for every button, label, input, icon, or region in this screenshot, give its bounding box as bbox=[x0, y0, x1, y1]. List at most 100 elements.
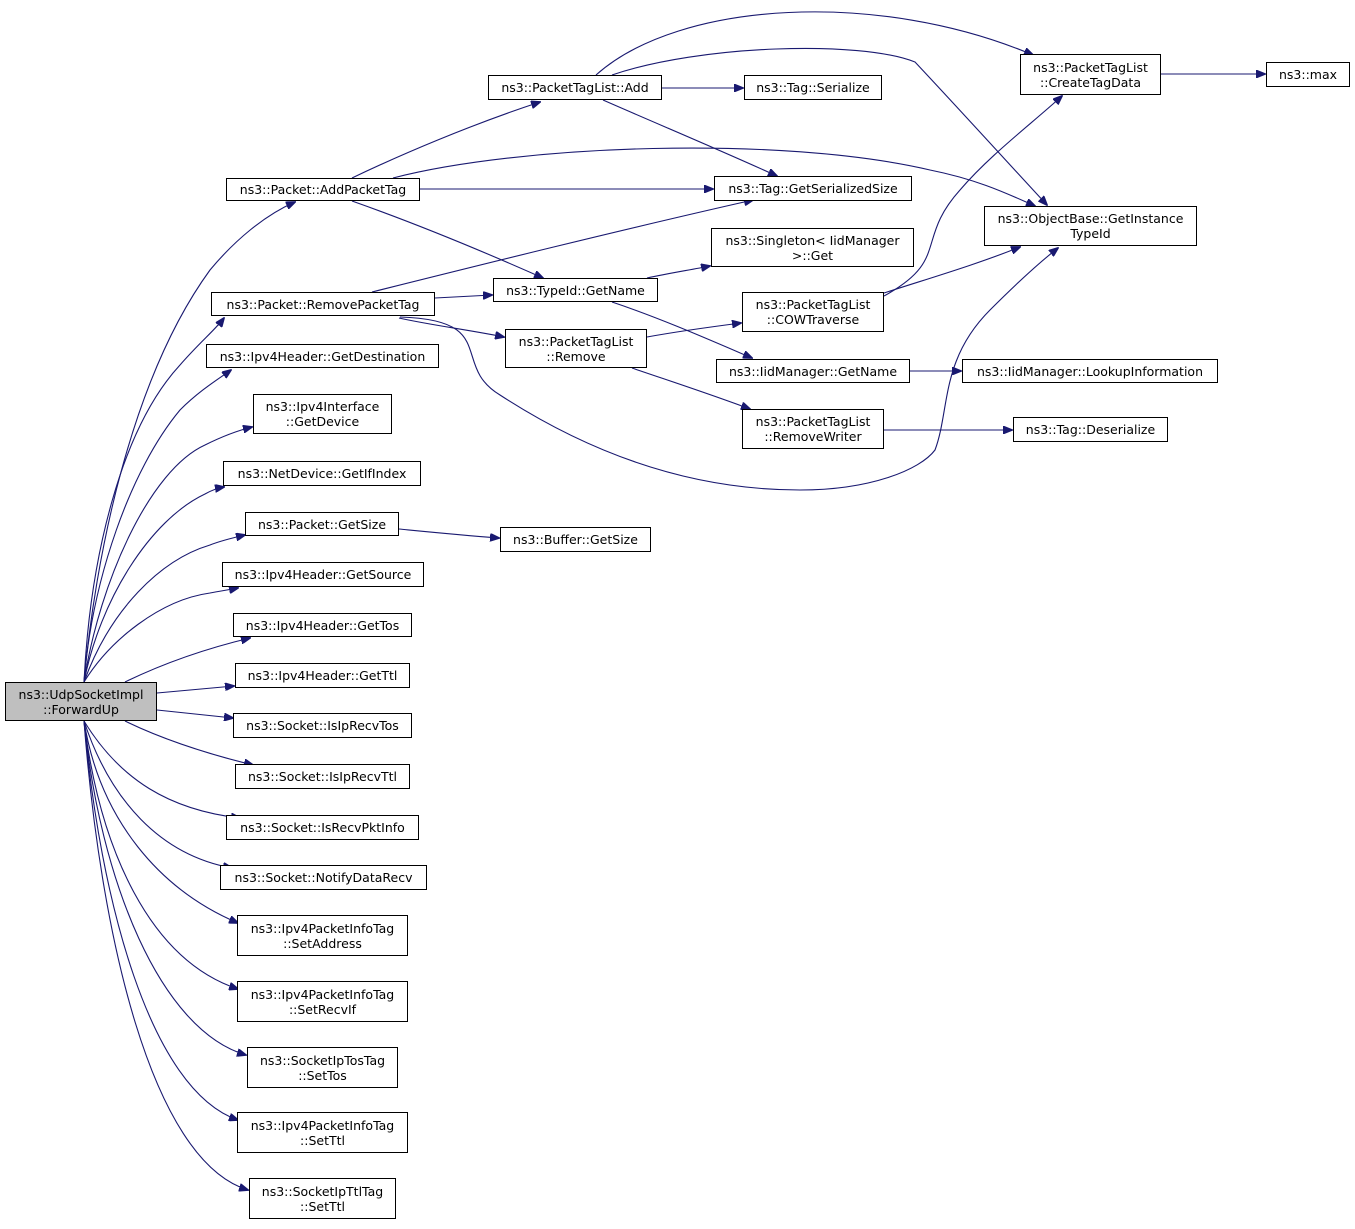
node-label-line: ns3::Socket::IsIpRecvTtl bbox=[248, 769, 397, 784]
node-label-line: ::RemoveWriter bbox=[764, 429, 862, 444]
node-get-ttl[interactable]: ns3::Ipv4Header::GetTtl bbox=[235, 663, 410, 688]
node-label-line: ns3::IidManager::LookupInformation bbox=[976, 363, 1203, 379]
node-ptl-add[interactable]: ns3::PacketTagList::Add bbox=[488, 75, 662, 100]
node-iid-get-name[interactable]: ns3::IidManager::GetName bbox=[716, 359, 910, 383]
node-label-line: ::SetAddress bbox=[283, 935, 362, 951]
edge-root-to-getTtl bbox=[156, 686, 234, 694]
node-label-line: ::Remove bbox=[546, 348, 606, 364]
node-label-line: ns3::Ipv4PacketInfoTag bbox=[250, 986, 395, 1002]
edge-root-to-packetGetSize bbox=[83, 535, 245, 683]
node-label-line: ::SetTtl bbox=[300, 1198, 345, 1214]
edge-removePacketTag-to-tagGetSerializedSize bbox=[371, 200, 753, 293]
node-label-line: ns3::Ipv4Interface bbox=[265, 399, 380, 414]
node-create-tag-data[interactable]: ns3::PacketTagList::CreateTagData bbox=[1020, 54, 1161, 95]
edge-root-to-getDevice bbox=[83, 427, 252, 683]
edge-ptlAdd-to-tagGetSerializedSize bbox=[602, 99, 777, 176]
edge-cowTraverse-to-createTagData bbox=[883, 96, 1062, 297]
node-type-id-get-name[interactable]: ns3::TypeId::GetName bbox=[493, 278, 658, 302]
node-label-line: ns3::Ipv4Header::GetTos bbox=[245, 617, 400, 633]
node-get-tos[interactable]: ns3::Ipv4Header::GetTos bbox=[233, 613, 412, 637]
edge-addPacketTag-to-typeIdGetName bbox=[351, 200, 543, 278]
node-add-packet-tag[interactable]: ns3::Packet::AddPacketTag bbox=[226, 178, 420, 201]
node-label-line: ::GetDevice bbox=[285, 414, 360, 429]
node-get-source[interactable]: ns3::Ipv4Header::GetSource bbox=[222, 562, 424, 587]
edge-typeIdGetName-to-iidGetName bbox=[611, 301, 752, 358]
edge-root-to-setTtlTag bbox=[83, 720, 248, 1190]
edge-root-to-setTtlInfo bbox=[83, 720, 238, 1120]
edge-removePacketTag-to-ptlRemove bbox=[398, 317, 504, 337]
node-label-line: TypeId bbox=[1070, 226, 1111, 241]
edge-cowTraverse-to-getInstanceTypeId bbox=[883, 247, 1020, 294]
edge-root-to-notifyDataRecv bbox=[83, 720, 232, 868]
edge-removePacketTag-to-getInstanceTypeId bbox=[399, 248, 1058, 491]
edge-root-to-isRecvPktInfo bbox=[83, 720, 240, 818]
node-set-tos[interactable]: ns3::SocketIpTosTag::SetTos bbox=[247, 1047, 398, 1088]
node-label-line: >::Get bbox=[791, 247, 834, 263]
node-label-line: ns3::max bbox=[1278, 67, 1338, 82]
node-is-recv-pkt-info[interactable]: ns3::Socket::IsRecvPktInfo bbox=[226, 815, 419, 840]
node-set-ttl-info[interactable]: ns3::Ipv4PacketInfoTag::SetTtl bbox=[237, 1112, 408, 1153]
node-is-ip-recv-ttl[interactable]: ns3::Socket::IsIpRecvTtl bbox=[235, 764, 410, 789]
node-label-line: ns3::Buffer::GetSize bbox=[513, 532, 638, 547]
node-buffer-get-size[interactable]: ns3::Buffer::GetSize bbox=[500, 527, 651, 552]
edge-root-to-setAddress bbox=[83, 720, 238, 923]
node-label-line: ns3::TypeId::GetName bbox=[506, 282, 645, 298]
node-label-line: ns3::Socket::IsRecvPktInfo bbox=[240, 820, 405, 835]
node-label-line: ns3::ObjectBase::GetInstance bbox=[997, 211, 1184, 226]
node-label-line: ns3::Tag::Serialize bbox=[756, 80, 870, 95]
node-label-line: ns3::Ipv4Header::GetSource bbox=[234, 567, 412, 582]
node-label-line: ::COWTraverse bbox=[766, 312, 860, 327]
edge-ptlAdd-to-createTagData bbox=[595, 11, 1033, 76]
edge-root-to-isIpRecvTos bbox=[156, 709, 233, 718]
edge-ptlAdd-to-getInstanceTypeId bbox=[611, 47, 1047, 205]
node-cow-traverse[interactable]: ns3::PacketTagList::COWTraverse bbox=[742, 292, 884, 332]
edge-removePacketTag-to-typeIdGetName bbox=[434, 295, 492, 298]
node-label-line: ns3::PacketTagList bbox=[755, 297, 871, 312]
node-lookup-information[interactable]: ns3::IidManager::LookupInformation bbox=[962, 359, 1218, 383]
edge-root-to-addPacketTag bbox=[83, 202, 295, 683]
node-set-ttl-tag[interactable]: ns3::SocketIpTtlTag::SetTtl bbox=[249, 1178, 396, 1219]
node-get-device[interactable]: ns3::Ipv4Interface::GetDevice bbox=[253, 394, 392, 434]
node-label-line: ns3::PacketTagList bbox=[755, 414, 871, 429]
node-get-destination[interactable]: ns3::Ipv4Header::GetDestination bbox=[206, 344, 439, 368]
edge-root-to-getSource bbox=[83, 588, 238, 683]
node-label-line: ns3::SocketIpTtlTag bbox=[261, 1183, 384, 1199]
edge-typeIdGetName-to-singletonGet bbox=[646, 266, 710, 279]
node-packet-get-size[interactable]: ns3::Packet::GetSize bbox=[245, 512, 399, 536]
node-root: ns3::UdpSocketImpl::ForwardUp bbox=[5, 682, 157, 721]
node-label-line: ::SetTos bbox=[298, 1067, 347, 1083]
edge-ptlRemove-to-removeWriter bbox=[631, 367, 750, 409]
node-notify-data-recv[interactable]: ns3::Socket::NotifyDataRecv bbox=[220, 865, 427, 890]
node-label-line: ns3::PacketTagList bbox=[518, 333, 634, 349]
node-remove-writer[interactable]: ns3::PacketTagList::RemoveWriter bbox=[742, 409, 884, 449]
node-label-line: ::SetTtl bbox=[300, 1132, 345, 1148]
node-singleton-get[interactable]: ns3::Singleton< IidManager>::Get bbox=[711, 228, 914, 267]
node-is-ip-recv-tos[interactable]: ns3::Socket::IsIpRecvTos bbox=[233, 713, 412, 738]
node-label-line: ::SetRecvIf bbox=[288, 1001, 357, 1017]
edge-addPacketTag-to-ptlAdd bbox=[351, 102, 540, 179]
node-label-line: ns3::UdpSocketImpl bbox=[18, 686, 144, 702]
node-label-line: ns3::Tag::Deserialize bbox=[1025, 422, 1156, 437]
node-label-line: ns3::Singleton< IidManager bbox=[725, 232, 900, 248]
edge-root-to-setTos bbox=[83, 720, 246, 1055]
node-set-address[interactable]: ns3::Ipv4PacketInfoTag::SetAddress bbox=[237, 915, 408, 956]
edge-root-to-setRecvIf bbox=[83, 720, 238, 989]
node-get-if-index[interactable]: ns3::NetDevice::GetIfIndex bbox=[223, 461, 421, 486]
node-label-line: ns3::Tag::GetSerializedSize bbox=[728, 181, 898, 196]
node-tag-serialize[interactable]: ns3::Tag::Serialize bbox=[744, 75, 882, 100]
node-remove-packet-tag[interactable]: ns3::Packet::RemovePacketTag bbox=[211, 292, 435, 316]
node-label-line: ns3::Socket::NotifyDataRecv bbox=[234, 870, 413, 885]
node-label-line: ::CreateTagData bbox=[1040, 74, 1141, 90]
node-ptl-remove[interactable]: ns3::PacketTagList::Remove bbox=[505, 329, 647, 368]
node-tag-get-serialized-size[interactable]: ns3::Tag::GetSerializedSize bbox=[714, 176, 912, 201]
node-set-recv-if[interactable]: ns3::Ipv4PacketInfoTag::SetRecvIf bbox=[237, 981, 408, 1022]
node-tag-deserialize[interactable]: ns3::Tag::Deserialize bbox=[1013, 417, 1168, 442]
node-label-line: ns3::Ipv4Header::GetDestination bbox=[219, 348, 426, 364]
node-max[interactable]: ns3::max bbox=[1266, 62, 1350, 87]
node-label-line: ns3::IidManager::GetName bbox=[728, 363, 898, 379]
node-label-line: ns3::Ipv4PacketInfoTag bbox=[250, 1117, 395, 1133]
node-label-line: ns3::SocketIpTosTag bbox=[259, 1052, 386, 1068]
